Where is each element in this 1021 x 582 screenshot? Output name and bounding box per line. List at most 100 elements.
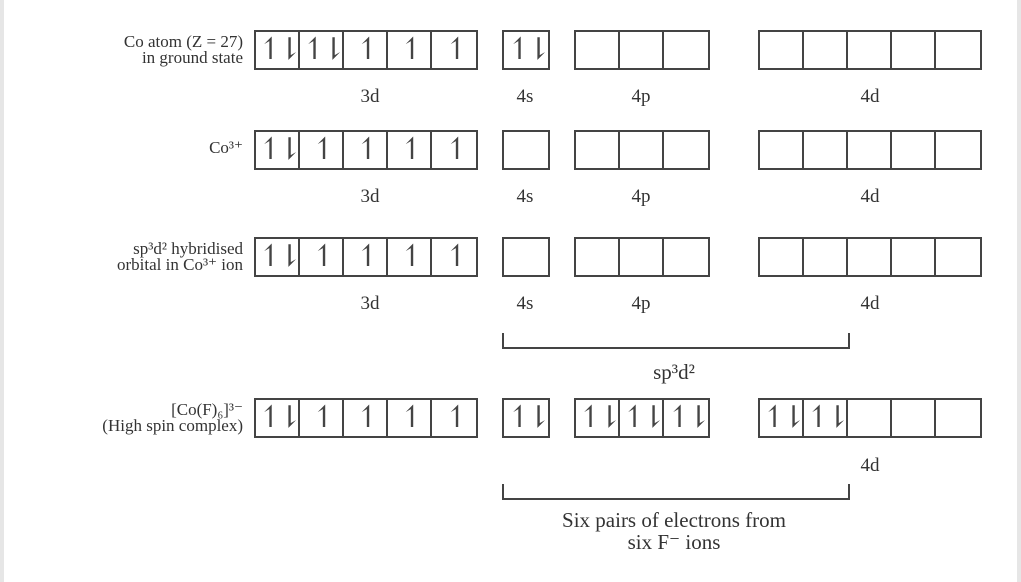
subshell-label-4s: 4s [516, 86, 534, 107]
orbital-box-empty [892, 32, 936, 68]
orbital-box-empty [576, 239, 620, 275]
orbital-group-3d: ↿⇂↿⇂↿↿↿ [254, 30, 478, 70]
orbital-box-up: ↿ [300, 239, 344, 275]
orbital-box-up: ↿ [444, 33, 469, 66]
row-label: Co atom (Z = 27)in ground state [123, 32, 243, 67]
orbital-group-4p [574, 237, 710, 277]
orbital-box-pair: ↿⇂ [666, 401, 711, 434]
orbital-group-4s: ↿⇂ [502, 398, 551, 438]
row-label-line: Co atom (Z = 27) [123, 32, 243, 51]
orbital-box-pair: ↿⇂ [804, 400, 850, 436]
orbital-box-up: ↿ [444, 133, 469, 166]
orbital-box-up: ↿ [388, 132, 432, 168]
orbital-box-empty [804, 132, 848, 168]
subshell-label-4d: 4d [860, 455, 880, 476]
subshell-label-4d: 4d [860, 293, 880, 314]
orbital-box-up: ↿ [344, 239, 388, 275]
row-label-line: in ground state [141, 48, 243, 67]
subshell-label-4d: 4d [860, 86, 880, 107]
orbital-box-pair: ↿⇂ [506, 33, 551, 66]
row-label-line: (High spin complex) [102, 416, 243, 435]
orbital-group-3d: ↿⇂↿↿↿↿ [254, 130, 478, 170]
orbital-box-pair: ↿⇂ [300, 32, 346, 68]
orbital-group-3d: ↿⇂↿↿↿↿ [254, 237, 478, 277]
orbital-box-empty [620, 32, 664, 68]
orbital-box-empty [760, 32, 804, 68]
subshell-label-4d: 4d [860, 186, 880, 207]
orbital-box-pair: ↿⇂ [256, 239, 302, 275]
orbital-box-empty [576, 132, 620, 168]
orbital-box-empty [504, 239, 548, 275]
row-label-line: Co³⁺ [209, 138, 243, 157]
orbital-box-empty [664, 132, 708, 168]
orbital-box-up: ↿ [444, 240, 469, 273]
orbital-box-pair: ↿⇂ [256, 400, 302, 436]
orbital-box-empty [848, 132, 892, 168]
subshell-label-4s: 4s [516, 293, 534, 314]
orbital-group-4s: ↿⇂ [502, 30, 551, 70]
orbital-box-empty [664, 32, 708, 68]
ligand-electrons-line-1: Six pairs of electrons from [562, 508, 786, 532]
orbital-group-4d [758, 237, 982, 277]
orbital-box-empty [760, 132, 804, 168]
orbital-group-3d: ↿⇂↿↿↿↿ [254, 398, 478, 438]
hybridisation-bracket [502, 333, 850, 349]
orbital-box-empty [892, 400, 936, 436]
row-label-line: orbital in Co³⁺ ion [117, 255, 243, 274]
orbital-box-empty [848, 400, 892, 436]
orbital-group-4d [758, 130, 982, 170]
orbital-group-4p: ↿⇂↿⇂↿⇂ [574, 398, 711, 438]
subshell-label-4p: 4p [631, 293, 651, 314]
orbital-box-empty [936, 239, 980, 275]
orbital-group-4s [502, 237, 550, 277]
row-label-line: sp³d² hybridised [133, 239, 243, 258]
orbital-box-pair: ↿⇂ [256, 32, 302, 68]
subshell-label-4p: 4p [631, 86, 651, 107]
orbital-box-up: ↿ [344, 400, 388, 436]
ligand-electrons-line-2: six F⁻ ions [627, 530, 721, 554]
orbital-box-empty [620, 132, 664, 168]
orbital-box-up: ↿ [388, 239, 432, 275]
orbital-box-empty [936, 132, 980, 168]
orbital-box-empty [848, 32, 892, 68]
orbital-box-up: ↿ [344, 132, 388, 168]
orbital-group-4d [758, 30, 982, 70]
subshell-label-3d: 3d [360, 86, 380, 107]
orbital-group-4s [502, 130, 550, 170]
orbital-box-empty [620, 239, 664, 275]
orbital-box-up: ↿ [300, 132, 344, 168]
orbital-box-empty [848, 239, 892, 275]
ligand-electrons-bracket [502, 484, 850, 500]
orbital-group-4p [574, 130, 710, 170]
orbital-box-empty [804, 32, 848, 68]
row-label: Co³⁺ [209, 138, 243, 157]
orbital-box-empty [936, 32, 980, 68]
subshell-label-3d: 3d [360, 293, 380, 314]
orbital-box-empty [804, 239, 848, 275]
orbital-group-4p [574, 30, 710, 70]
orbital-box-up: ↿ [344, 32, 388, 68]
orbital-box-pair: ↿⇂ [256, 132, 302, 168]
orbital-box-empty [576, 32, 620, 68]
orbital-box-up: ↿ [388, 32, 432, 68]
orbital-box-empty [892, 132, 936, 168]
orbital-box-empty [760, 239, 804, 275]
orbital-box-up: ↿ [388, 400, 432, 436]
orbital-box-empty [664, 239, 708, 275]
orbital-box-pair: ↿⇂ [760, 400, 806, 436]
hybridisation-label: sp³d² [653, 360, 695, 384]
subshell-label-4s: 4s [516, 186, 534, 207]
subshell-label-3d: 3d [360, 186, 380, 207]
orbital-box-up: ↿ [444, 401, 469, 434]
row-label: [Co(F)₆]³⁻(High spin complex) [102, 400, 243, 435]
orbital-group-4d: ↿⇂↿⇂ [758, 398, 982, 438]
row-label-line: [Co(F)₆]³⁻ [171, 400, 243, 419]
orbital-box-pair: ↿⇂ [620, 400, 666, 436]
ligand-electrons-label: Six pairs of electrons from six F⁻ ions [562, 509, 786, 553]
orbital-box-pair: ↿⇂ [576, 400, 622, 436]
orbital-box-pair: ↿⇂ [506, 401, 551, 434]
orbital-box-up: ↿ [300, 400, 344, 436]
orbital-box-empty [892, 239, 936, 275]
